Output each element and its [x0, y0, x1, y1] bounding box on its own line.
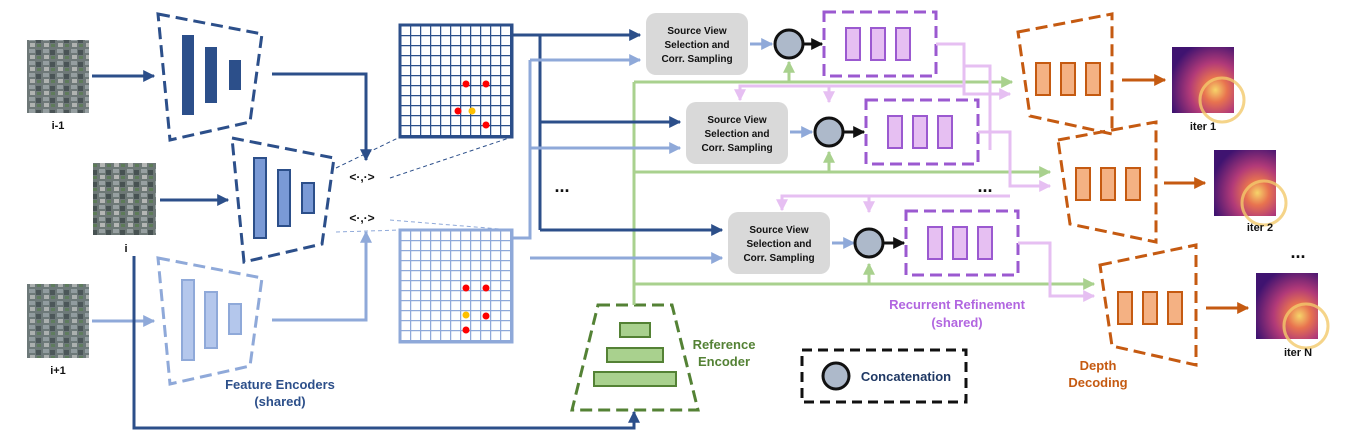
- depth-decoder-3: [1098, 243, 1198, 367]
- input-image-current: [93, 163, 156, 235]
- feature-encoder-current: [230, 136, 336, 264]
- depth-decoder-2: [1056, 120, 1158, 244]
- reference-encoder-label: Reference: [693, 337, 756, 352]
- recurrent-refinement-label: Recurrent Refinement: [889, 297, 1025, 312]
- svg-text:Corr. Sampling: Corr. Sampling: [701, 143, 772, 154]
- concat-node-3: [853, 227, 885, 259]
- svg-text:Corr. Sampling: Corr. Sampling: [661, 54, 732, 65]
- feature-grid-next: [398, 228, 514, 344]
- reference-encoder-label-2: Encoder: [698, 354, 750, 369]
- arrow-encoder-next-to-corr: [272, 230, 372, 322]
- sampling-block-1: Source View Selection and Corr. Sampling: [646, 13, 748, 75]
- arrow-current-to-reference: [132, 256, 640, 430]
- svg-text:Selection and: Selection and: [704, 129, 769, 140]
- svg-text:Source View: Source View: [667, 26, 727, 37]
- input-image-next: [27, 284, 89, 358]
- feature-grid-prev: [398, 23, 514, 139]
- legend-concat-label: Concatenation: [861, 369, 951, 384]
- output-label-iter-2: iter 2: [1247, 222, 1273, 234]
- projection-lines: [335, 136, 513, 233]
- ellipsis-refinement: ...: [977, 176, 992, 196]
- feature-encoder-prev: [156, 12, 264, 142]
- depth-decoding-label-2: Decoding: [1068, 375, 1127, 390]
- depth-map-iter-2: [1214, 150, 1288, 227]
- concat-node-1: [773, 28, 805, 60]
- input-label-current: i: [124, 243, 127, 255]
- output-label-iter-n: iter N: [1284, 347, 1312, 359]
- input-label-next: i+1: [50, 365, 66, 377]
- depth-decoder-1: [1016, 12, 1114, 136]
- sampling-points-next: [462, 284, 490, 334]
- correlation-symbol-next: <·,·>: [349, 211, 374, 225]
- depth-map-iter-n: [1256, 273, 1330, 350]
- input-label-prev: i-1: [52, 120, 65, 132]
- reference-encoder: [570, 303, 700, 412]
- legend-concat-icon: [821, 361, 851, 391]
- input-image-prev: [27, 40, 89, 113]
- source-feature-lines: [512, 29, 724, 264]
- svg-text:Selection and: Selection and: [664, 40, 729, 51]
- recurrent-state-lines: [734, 42, 1096, 302]
- feature-encoder-next: [156, 256, 264, 386]
- svg-text:Selection and: Selection and: [746, 239, 811, 250]
- output-label-iter-1: iter 1: [1190, 121, 1216, 133]
- ellipsis-middle: ...: [554, 176, 569, 196]
- concat-node-2: [813, 116, 845, 148]
- refinement-block-3: [904, 209, 1020, 277]
- reference-feature-lines: [632, 60, 1096, 305]
- feature-encoders-shared-label: (shared): [254, 394, 305, 409]
- depth-map-iter-1: [1172, 47, 1246, 124]
- sampling-block-2: Source View Selection and Corr. Sampling: [686, 102, 788, 164]
- svg-text:Corr. Sampling: Corr. Sampling: [743, 253, 814, 264]
- legend-box: [800, 348, 968, 404]
- refinement-block-1: [822, 10, 938, 78]
- recurrent-refinement-shared-label: (shared): [931, 315, 982, 330]
- feature-encoders-label: Feature Encoders: [225, 377, 335, 392]
- arrow-encoder-prev-to-corr: [272, 72, 372, 162]
- ellipsis-outputs: ...: [1290, 242, 1305, 262]
- svg-text:Source View: Source View: [707, 115, 767, 126]
- svg-text:Source View: Source View: [749, 225, 809, 236]
- sampling-block-3: Source View Selection and Corr. Sampling: [728, 212, 830, 274]
- refinement-block-2: [864, 98, 980, 166]
- depth-decoding-label: Depth: [1080, 358, 1117, 373]
- correlation-symbol-prev: <·,·>: [349, 170, 374, 184]
- sampling-points-prev: [454, 80, 490, 129]
